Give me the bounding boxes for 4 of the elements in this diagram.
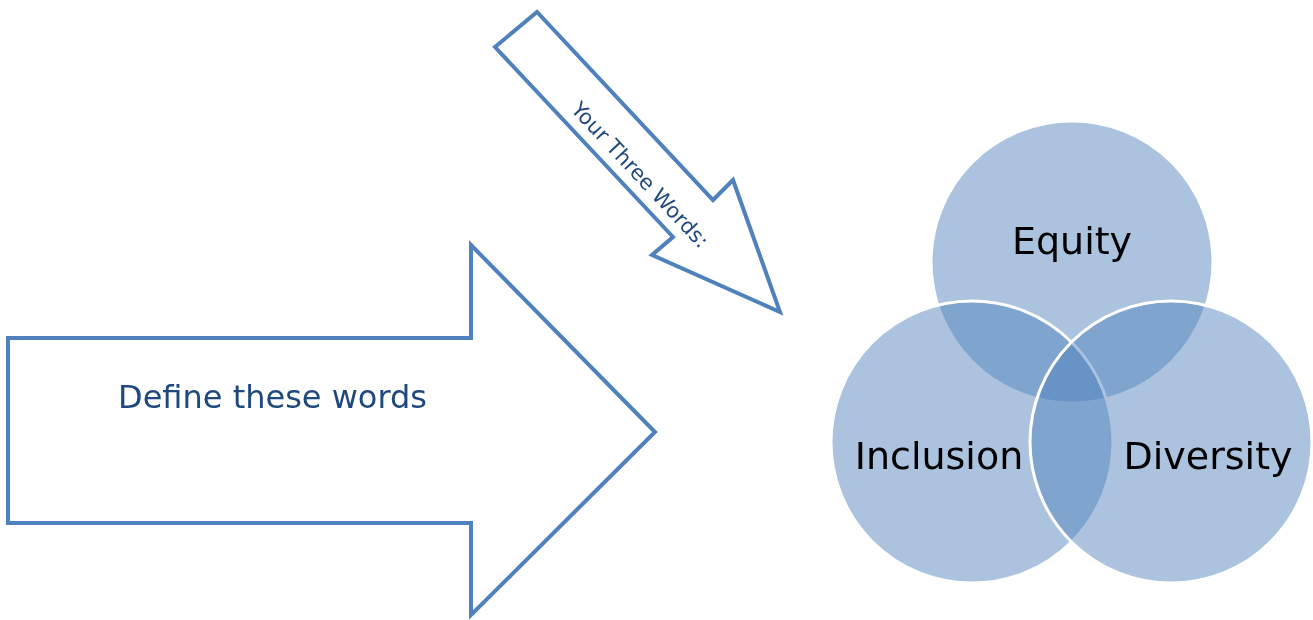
circle-label: Diversity (1123, 434, 1293, 478)
circle-label: Equity (1011, 219, 1133, 263)
circle-label: Inclusion (854, 434, 1024, 478)
arrow-label: Define these words (118, 378, 427, 416)
